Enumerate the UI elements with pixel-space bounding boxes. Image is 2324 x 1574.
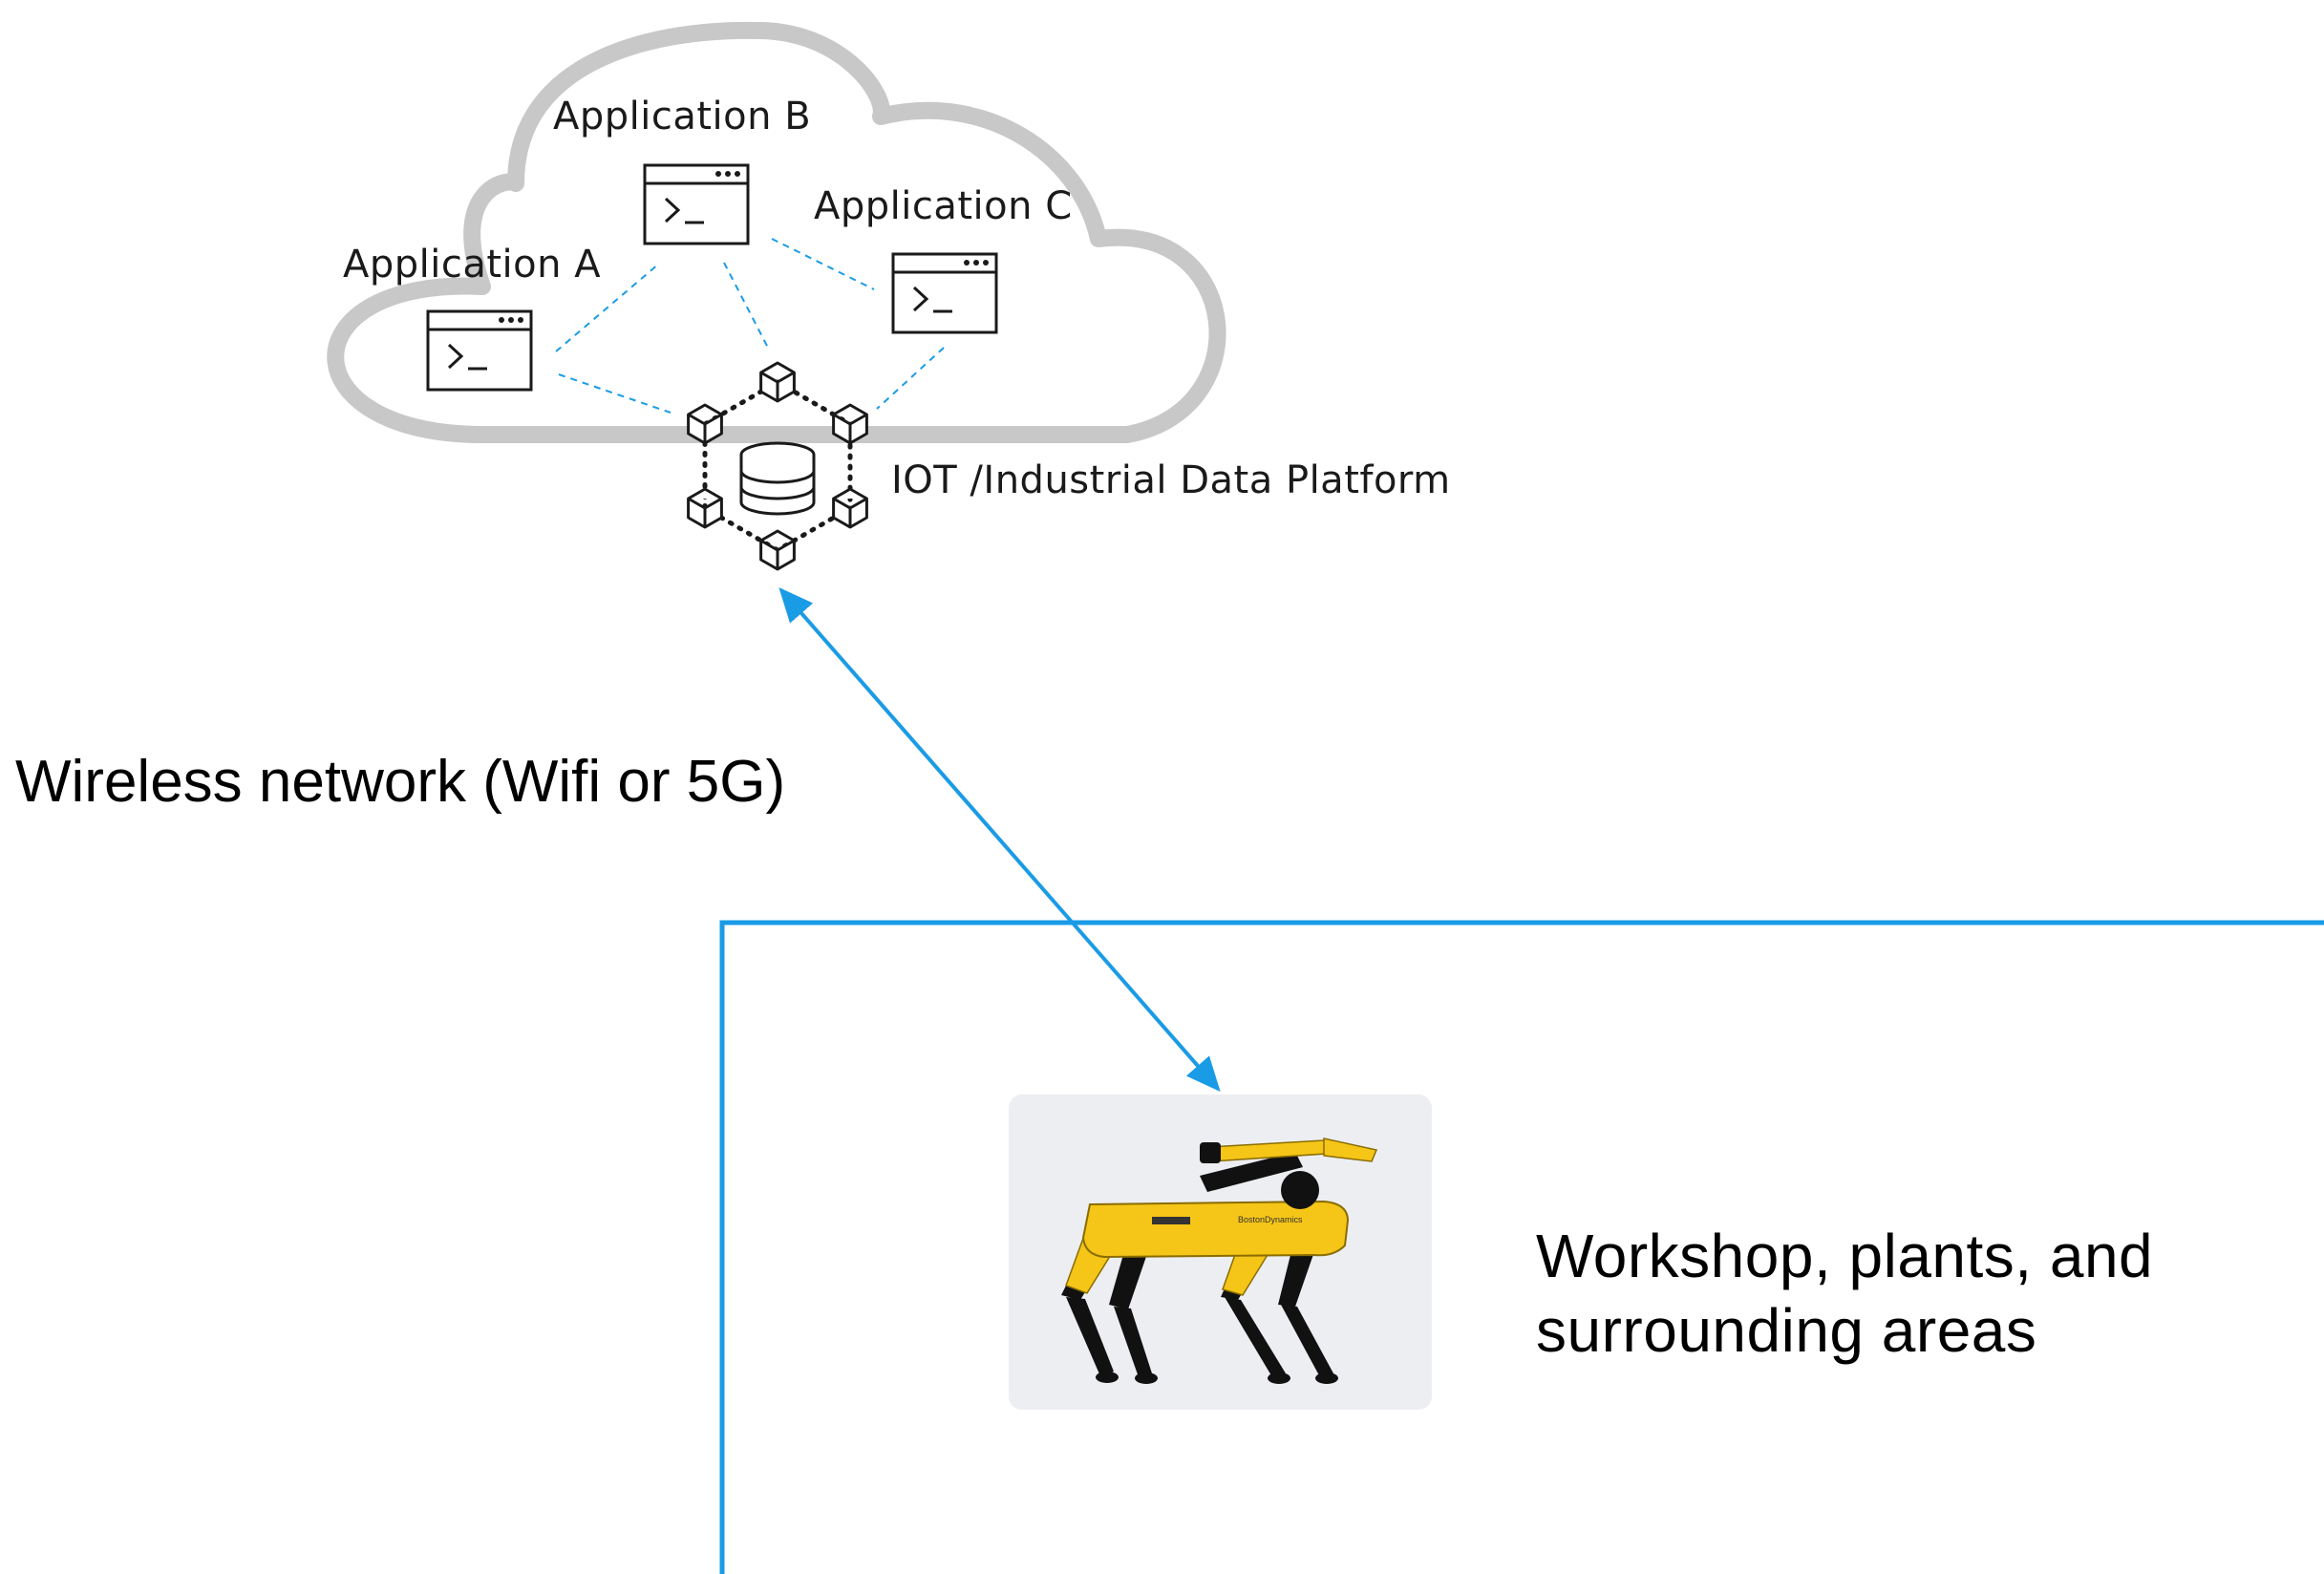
hub-cube-icon xyxy=(759,361,796,403)
app-label-b: Application B xyxy=(553,95,812,138)
wireless-link xyxy=(778,586,1221,1093)
app-window-c[interactable] xyxy=(891,252,998,334)
area-label-line-2: surrounding areas xyxy=(1536,1296,2037,1365)
robot-badge: BostonDynamics xyxy=(1238,1215,1303,1224)
area-label-line-1: Workshop, plants, and xyxy=(1536,1222,2154,1290)
platform-label: IOT /Industrial Data Platform xyxy=(891,458,1451,502)
network-label: Wireless network (Wifi or 5G) xyxy=(15,749,786,815)
hub-cube-icon xyxy=(832,487,868,529)
cloud-shape xyxy=(327,21,1226,443)
app-window-b[interactable] xyxy=(643,163,750,245)
hub-cube-icon xyxy=(687,487,723,529)
hub-cube-icon xyxy=(687,403,723,445)
robot-image: BostonDynamics xyxy=(1009,1095,1432,1410)
app-window-a[interactable] xyxy=(426,309,533,392)
hub-cube-icon xyxy=(759,529,796,571)
quadruped-robot-icon: BostonDynamics xyxy=(1061,1138,1378,1384)
app-label-c: Application C xyxy=(814,184,1073,228)
area-boundary xyxy=(719,920,2324,1574)
area-label: Workshop, plants, and surrounding areas xyxy=(1536,1219,2300,1368)
data-platform-icon xyxy=(687,361,868,571)
app-label-a: Application A xyxy=(343,243,602,287)
hub-cube-icon xyxy=(832,403,868,445)
app-connectors xyxy=(555,238,945,414)
